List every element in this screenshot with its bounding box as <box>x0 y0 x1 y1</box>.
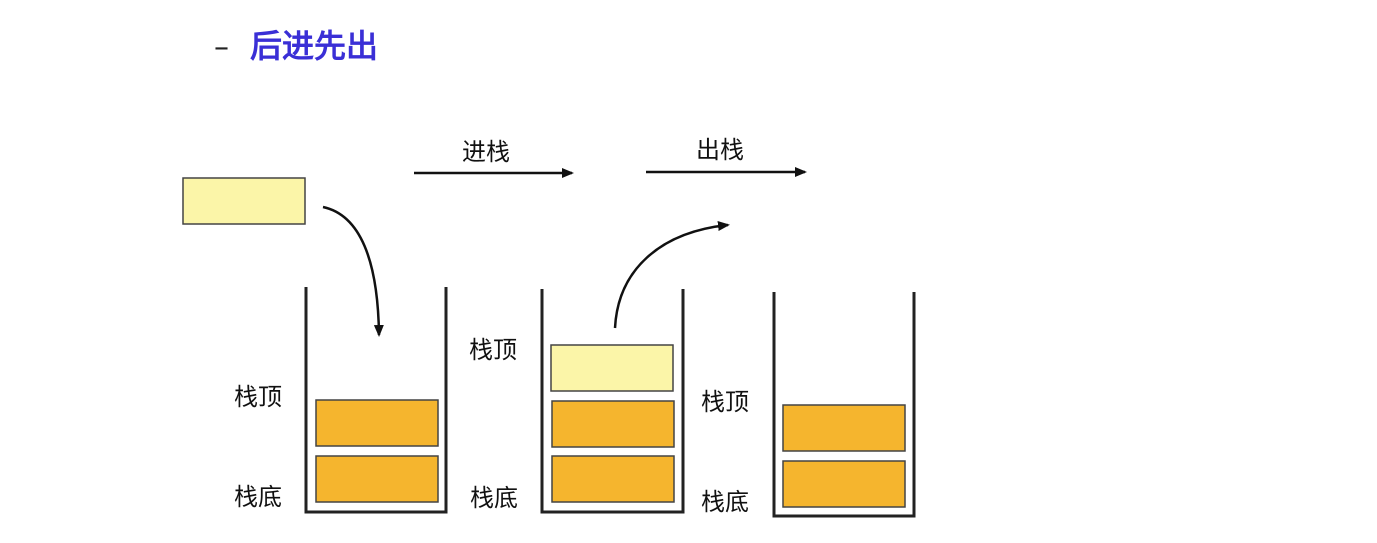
push-label: 进栈 <box>462 138 510 166</box>
stack-container <box>772 292 916 518</box>
stack-element <box>782 460 906 508</box>
stack-element <box>551 455 675 503</box>
push-curve-arrow <box>322 205 384 337</box>
stack-after-push <box>540 289 685 514</box>
stack-element <box>315 455 439 503</box>
heading-bullet: – <box>214 30 229 65</box>
stack-container <box>304 287 448 514</box>
stack-element <box>782 404 906 452</box>
pop-curve-arrow <box>613 221 730 329</box>
stack-bottom-label: 栈底 <box>234 483 282 511</box>
heading-title: 后进先出 <box>250 27 378 65</box>
stack-bottom-label: 栈底 <box>701 488 749 516</box>
stack-element <box>551 400 675 448</box>
stack-element <box>315 399 439 447</box>
incoming-element <box>182 177 306 225</box>
stack-top-label: 栈顶 <box>234 383 282 411</box>
stack-container <box>540 289 685 514</box>
stack-after-pop <box>772 292 916 518</box>
stack-top-label: 栈顶 <box>701 388 749 416</box>
stack-bottom-label: 栈底 <box>470 484 518 512</box>
stack-top-label: 栈顶 <box>469 336 517 364</box>
stack-top-element <box>550 344 674 392</box>
stack-before-push <box>304 287 448 514</box>
pop-label: 出栈 <box>696 136 744 164</box>
